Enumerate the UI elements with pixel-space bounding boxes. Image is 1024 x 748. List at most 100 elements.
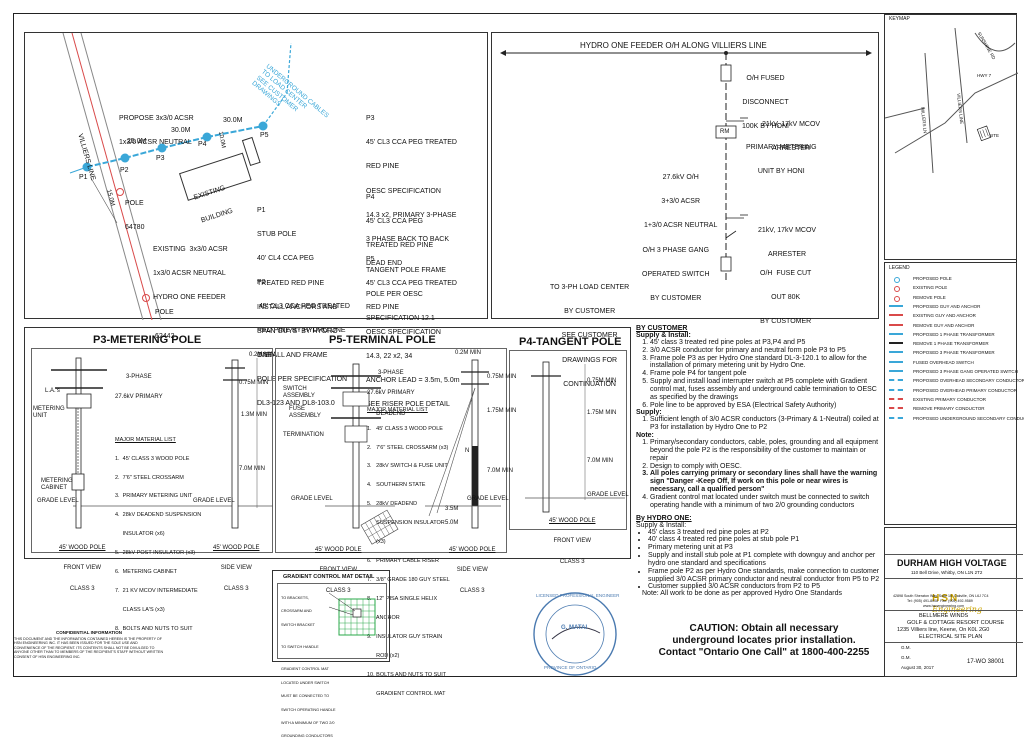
fused-disconnect-label: O/H FUSED DISCONNECT 100K BY HONI xyxy=(742,75,789,131)
legend-symbol xyxy=(894,277,900,283)
pole-details-drawing xyxy=(51,357,625,545)
p5-dim-6: 5.0M xyxy=(445,520,459,526)
p5-dim-3: 1.75M MIN xyxy=(487,408,517,414)
customer-supply-title: Supply: xyxy=(636,409,662,417)
issue-date: August 30, 2017 xyxy=(901,665,934,670)
firm-logo: HSN Engineering xyxy=(932,592,983,615)
legend-symbol xyxy=(894,295,900,302)
p5-termination-label: TERMINATION xyxy=(283,432,324,438)
p3-primary-note: 3-PHASE 27.6kV PRIMARY xyxy=(115,373,163,401)
site-plan-drawing xyxy=(62,33,292,320)
p5-detail-box xyxy=(275,348,507,553)
gradient-mat-inner xyxy=(277,583,387,659)
customer-supply-list: Sufficient length of 3/0 ACSR conductors… xyxy=(636,416,880,432)
legend-label: PROPOSED OVERHEAD SECONDARY CONDUCTOR xyxy=(913,378,1024,384)
span-label-1: 25.0M xyxy=(127,138,147,145)
p5-switch-label: SWITCH ASSEMBLY xyxy=(283,386,315,399)
customer-note-list: Primary/secondary conductors, cable, pol… xyxy=(636,439,880,509)
load-center-label: TO 3-PH LOAD CENTER BY CUSTOMER SEE CUST… xyxy=(550,284,630,388)
p5-side-grade-label: GRADE LEVEL xyxy=(467,496,509,502)
client-address: 1235 Villiers line, Keene, On K0L 2G0 xyxy=(897,627,990,633)
by-customer-title: BY CUSTOMER xyxy=(636,325,688,332)
keymap-site-label: SITE xyxy=(989,133,1000,138)
p5-dim-1: 0.2M MIN xyxy=(455,350,482,356)
checked-by: G.M. xyxy=(901,655,911,660)
engineer-seal: LICENSED PROFESSIONAL ENGINEER G. MATAI … xyxy=(530,589,620,679)
p3-metering-unit-label: METERING UNIT xyxy=(33,406,65,419)
legend-symbol xyxy=(889,351,903,357)
p5-side-caption: 45' WOOD POLE SIDE VIEW CLASS 3 xyxy=(449,546,496,595)
legend-label: REMOVE GUY AND ANCHOR xyxy=(913,322,975,328)
metering-unit-label: PRIMARY METERING UNIT BY HONI xyxy=(746,144,817,176)
drawn-by: G.M. xyxy=(901,645,911,650)
title-block-project: DURHAM HIGH VOLTAGE xyxy=(897,558,1007,568)
p3-dim-2: 0.75M MIN xyxy=(239,380,269,386)
legend-item: PROPOSED UNDERGROUND SECONDARY CONDUCTOR xyxy=(885,415,1024,424)
legend-item: EXISTING PRIMARY CONDUCTOR xyxy=(885,396,1023,405)
closing-note: Note: All work to be done as per approve… xyxy=(642,590,843,597)
pole-note-p4: P4 45' CL3 CCA PEG TREATED RED PINE TANG… xyxy=(366,194,446,322)
keymap-drawing xyxy=(885,27,1018,174)
gradient-mat-panel: GRADIENT CONTROL MAT DETAIL TO BRACKETS,… xyxy=(272,570,390,738)
single-line-panel: HYDRO ONE FEEDER O/H ALONG VILLIERS LINE… xyxy=(491,32,879,388)
legend-label: PROPOSED UNDERGROUND SECONDARY CONDUCTOR xyxy=(913,415,1024,421)
p5-dim-2: 0.75M MIN xyxy=(487,374,517,380)
gradient-mat-notes: TO BRACKETS, CROSSARM AND SWITCH BRACKET… xyxy=(281,595,336,739)
p5-fuse-label: FUSE ASSEMBLY xyxy=(289,406,321,419)
single-line-title: HYDRO ONE FEEDER O/H ALONG VILLIERS LINE xyxy=(580,41,767,50)
site-plan-panel: VILLIERS LINE UNDERGROUND CABLES TO LOAD… xyxy=(24,32,488,408)
legend-item: PROPOSED GUY AND ANCHOR xyxy=(885,303,1023,312)
arrester-label-1: 21kV, 17kV MCOV ARRESTER xyxy=(762,121,821,153)
pole-note-p3: P3 45' CL3 CCA PEG TREATED RED PINE OESC… xyxy=(366,115,457,267)
p3-detail-title: P3-METERING POLE xyxy=(93,334,202,346)
firm-web: www.hsnengineering.com xyxy=(923,604,964,608)
hydro-list: 45' class 3 treated red pine poles at P2… xyxy=(636,529,880,592)
legend-item: PROPOSED OVERHEAD SECONDARY CONDUCTOR xyxy=(885,377,1024,386)
legend-item: PROPOSED 3 PHASE GANG OPERATED SWITCH xyxy=(885,368,1023,377)
p3-side-caption: 45' WOOD POLE SIDE VIEW CLASS 3 xyxy=(213,544,260,593)
legend-symbol xyxy=(894,286,900,293)
gradient-mat-title: GRADIENT CONTROL MAT DETAIL xyxy=(283,574,375,580)
p4-dim-3: 7.0M MIN xyxy=(587,458,614,464)
legend-label: PROPOSED 3 PHASE TRANSFORMER xyxy=(913,350,995,356)
arrester-label-2: 21kV, 17kV MCOV ARRESTER xyxy=(758,227,817,259)
single-line-diagram xyxy=(500,50,872,281)
pole-note-p5: P5 45' CL3 CCA PEG TREATED RED PINE OESC… xyxy=(366,256,460,408)
existing-feeder-note: EXISTING 3x3/0 ACSR 1x3/0 ACSR NEUTRAL H… xyxy=(153,246,228,302)
legend-label: PROPOSED GUY AND ANCHOR xyxy=(913,303,981,309)
legend-label: REMOVE 1 PHASE TRANSFORMER xyxy=(913,341,989,347)
legend-label: REMOVE POLE xyxy=(913,294,946,300)
seal-name: G. MATAI xyxy=(561,625,588,631)
pole-note-p2: P2 45' CL3 CCA PEG TREATED RED PINE BY H… xyxy=(257,279,350,407)
customer-supply-install-title: Supply & Install: xyxy=(636,332,691,339)
legend-symbol xyxy=(889,397,903,404)
legend-item: EXISTING POLE xyxy=(885,284,1023,293)
fuse-cutout-label: O/H FUSE CUT OUT 80K BY CUSTOMER xyxy=(760,270,812,326)
p3-front-caption: 45' WOOD POLE FRONT VIEW CLASS 3 xyxy=(59,544,106,593)
p5-dim-5: 3.5M xyxy=(445,506,459,512)
p5-dim-4: 7.0M MIN xyxy=(487,468,514,474)
legend-item: REMOVE PRIMARY CONDUCTOR xyxy=(885,405,1023,414)
keymap-title: KEYMAP xyxy=(889,16,910,22)
seal-ring-bottom: PROVINCE OF ONTARIO xyxy=(544,665,597,670)
p4-detail-box xyxy=(509,350,627,530)
keymap-road-2: HWY 7 xyxy=(977,73,992,78)
legend-label: PROPOSED POLE xyxy=(913,276,952,281)
client-name-2: GOLF & COTTAGE RESORT COURSE xyxy=(907,620,1005,626)
title-block: DURHAM HIGH VOLTAGE 110 Bell Drive, Whit… xyxy=(884,527,1023,677)
drawing-number: 17-WO 38001 xyxy=(967,659,1005,665)
span-label-2: 30.0M xyxy=(171,127,191,134)
p5-primary-note: 3-PHASE 27.6kV PRIMARY DEADEND xyxy=(367,369,415,418)
p4-front-caption: 45' WOOD POLE FRONT VIEW CLASS 3 xyxy=(549,517,596,566)
legend-label: PROPOSED 3 PHASE GANG OPERATED SWITCH xyxy=(913,369,1018,374)
legend-item: REMOVE GUY AND ANCHOR xyxy=(885,322,1023,331)
notes-block: BY CUSTOMER Supply & Install: 45' class … xyxy=(636,325,880,591)
legend-symbol xyxy=(889,370,903,376)
proposed-conductor-note: PROPOSE 3x3/0 ACSR 1x3/0 ACSR NEUTRAL xyxy=(119,115,194,147)
legend-item: PROPOSED OVERHEAD PRIMARY CONDUCTOR xyxy=(885,387,1023,396)
legend-symbol xyxy=(889,332,903,339)
p3-dim-4: 7.0M MIN xyxy=(239,466,266,472)
legend-symbol xyxy=(889,388,903,395)
legend-symbol xyxy=(889,379,903,385)
legend-item: PROPOSED POLE xyxy=(885,275,1023,284)
